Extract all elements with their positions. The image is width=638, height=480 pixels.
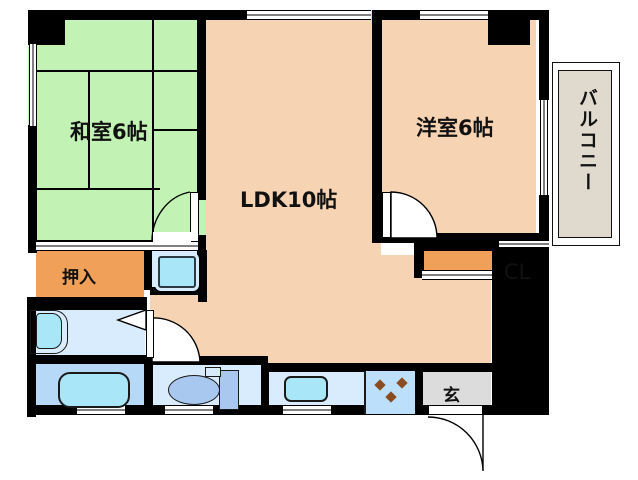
wall-ldk-bottom-left bbox=[150, 287, 198, 295]
wall-washroom-bottom bbox=[27, 355, 147, 364]
wall-closet-small-left bbox=[414, 243, 424, 278]
wall-ldk-yoshitsu bbox=[372, 10, 382, 243]
window-washitsu-left bbox=[29, 44, 37, 126]
genkan-door-leaf[interactable] bbox=[428, 405, 483, 415]
hall-door-leaf[interactable] bbox=[146, 310, 154, 358]
room-balcony-fill bbox=[558, 70, 612, 238]
toilet-tank bbox=[219, 370, 239, 410]
window-cl-top bbox=[499, 240, 549, 248]
vanity-sink-icon bbox=[158, 256, 196, 288]
tatami-line-h3 bbox=[152, 129, 206, 131]
room-oshiire-fill bbox=[36, 250, 144, 297]
wall-yoshitsu-bottom bbox=[372, 233, 549, 243]
wall-left-lower bbox=[28, 125, 37, 253]
closet-small-doors bbox=[422, 270, 492, 280]
toilet-icon bbox=[168, 375, 220, 405]
wall-right-upper bbox=[539, 10, 549, 100]
room-ldk-fill bbox=[206, 10, 381, 365]
label-balcony: バルコニー bbox=[576, 88, 598, 193]
wall-water-top-left bbox=[27, 297, 147, 310]
kitchen-sink-icon bbox=[284, 376, 328, 402]
wall-yoshitsu-notch bbox=[488, 10, 530, 45]
wall-washitsu-ldk bbox=[197, 10, 206, 200]
hall-door-swing bbox=[151, 317, 201, 363]
yoshitsu-door-leaf[interactable] bbox=[382, 192, 391, 238]
label-yoshitsu: 洋室6帖 bbox=[416, 116, 494, 140]
wall-toilet-kitchen bbox=[261, 363, 269, 414]
closet-small-fill bbox=[424, 250, 492, 272]
wall-vanity-right bbox=[198, 250, 207, 302]
window-toilet-bottom bbox=[165, 405, 213, 415]
window-ldk-top bbox=[247, 10, 371, 20]
label-ldk: LDK10帖 bbox=[240, 188, 338, 212]
window-kitchen-bottom bbox=[283, 405, 331, 415]
tatami-line-h1 bbox=[37, 70, 197, 72]
balcony-outer-frame bbox=[552, 62, 620, 246]
label-washitsu: 和室6帖 bbox=[70, 120, 148, 144]
label-genkan: 玄 bbox=[443, 386, 460, 406]
yoshitsu-door-swing bbox=[390, 191, 438, 239]
oshiire-doors bbox=[36, 241, 144, 251]
wall-top-washitsu bbox=[28, 10, 206, 20]
wall-left-upper bbox=[28, 10, 37, 45]
label-oshiire: 押入 bbox=[62, 268, 96, 288]
genkan-door-swing bbox=[427, 415, 484, 472]
bathtub-icon bbox=[58, 372, 130, 408]
wall-closet-top bbox=[414, 243, 499, 251]
window-balcony-door bbox=[540, 100, 548, 195]
washitsu-door-swing bbox=[151, 191, 191, 243]
washroom-folding-door bbox=[115, 309, 147, 331]
wall-top-yoshitsu-left bbox=[372, 10, 420, 20]
wall-kitchen-genkan bbox=[415, 363, 423, 414]
washitsu-door-leaf[interactable] bbox=[190, 192, 199, 242]
tatami-line-h2 bbox=[37, 188, 160, 190]
washbasin-counter bbox=[30, 310, 68, 354]
wall-vanity-left bbox=[144, 250, 152, 290]
window-yoshitsu-top bbox=[420, 10, 488, 20]
label-cl: CL bbox=[504, 260, 531, 284]
balcony-inner-frame bbox=[558, 70, 612, 238]
wall-right-block-lower bbox=[492, 243, 549, 414]
wall-ldk-bottom-right bbox=[266, 363, 492, 372]
wall-right-mid bbox=[539, 195, 549, 243]
tatami-line-v1 bbox=[88, 70, 90, 188]
wall-bath-toilet bbox=[144, 356, 153, 414]
tatami-line-v2 bbox=[152, 20, 154, 242]
washitsu-door-opening bbox=[153, 232, 191, 242]
wall-top-ldk bbox=[197, 10, 247, 20]
wall-ldk-bottom-mid bbox=[148, 356, 268, 365]
kitchen-divider bbox=[364, 371, 366, 414]
toilet-lid bbox=[205, 367, 221, 377]
